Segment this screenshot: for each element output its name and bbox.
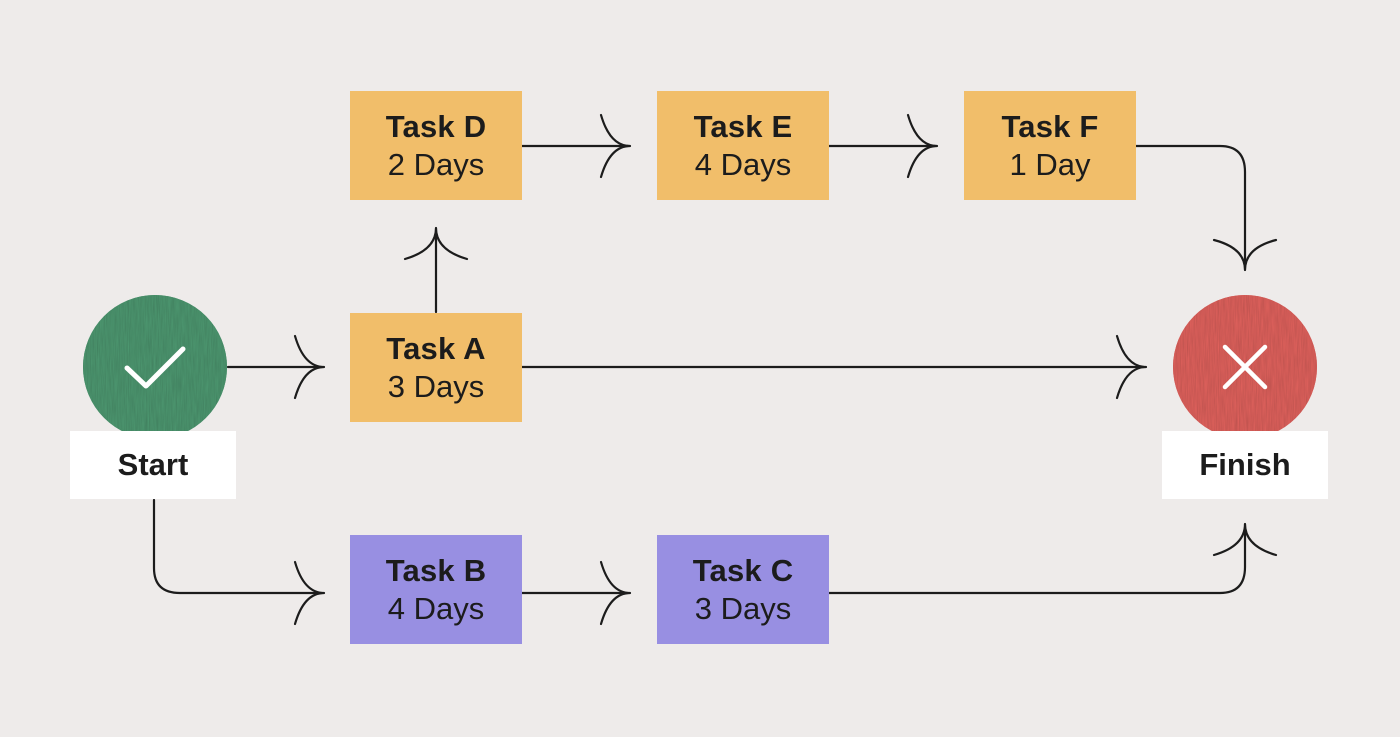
arrowhead-task-d xyxy=(403,226,469,261)
arrowhead-task-b xyxy=(293,560,326,626)
task-c-name: Task C xyxy=(692,552,794,588)
task-d-duration: 2 Days xyxy=(387,146,485,182)
edge-start-to-task-b xyxy=(152,498,324,595)
edge-task-f-to-finish xyxy=(1134,144,1247,268)
x-icon xyxy=(1222,344,1268,390)
arrowhead-task-a xyxy=(293,334,326,400)
task-f-name: Task F xyxy=(1001,108,1099,144)
arrowhead-finish-left xyxy=(1115,334,1148,400)
arrowhead-finish-bottom xyxy=(1212,522,1278,557)
task-b: Task B 4 Days xyxy=(350,535,522,644)
arrowhead-task-f xyxy=(906,113,939,179)
finish-node xyxy=(1173,295,1317,439)
start-label: Start xyxy=(70,431,236,499)
start-node xyxy=(83,295,227,439)
arrowhead-task-e xyxy=(599,113,632,179)
task-d: Task D 2 Days xyxy=(350,91,522,200)
arrowhead-finish-top xyxy=(1212,238,1278,272)
task-a-duration: 3 Days xyxy=(387,368,485,404)
task-e: Task E 4 Days xyxy=(657,91,829,200)
arrowhead-task-c xyxy=(599,560,632,626)
task-f-duration: 1 Day xyxy=(1009,146,1091,182)
task-f: Task F 1 Day xyxy=(964,91,1136,200)
task-b-duration: 4 Days xyxy=(387,590,485,626)
task-d-name: Task D xyxy=(385,108,487,144)
task-e-duration: 4 Days xyxy=(694,146,792,182)
edge-task-c-to-finish xyxy=(827,526,1247,595)
finish-label: Finish xyxy=(1162,431,1328,499)
task-c-duration: 3 Days xyxy=(694,590,792,626)
task-a: Task A 3 Days xyxy=(350,313,522,422)
task-c: Task C 3 Days xyxy=(657,535,829,644)
task-e-name: Task E xyxy=(693,108,793,144)
task-a-name: Task A xyxy=(386,330,486,366)
check-icon xyxy=(124,346,186,389)
task-b-name: Task B xyxy=(385,552,487,588)
